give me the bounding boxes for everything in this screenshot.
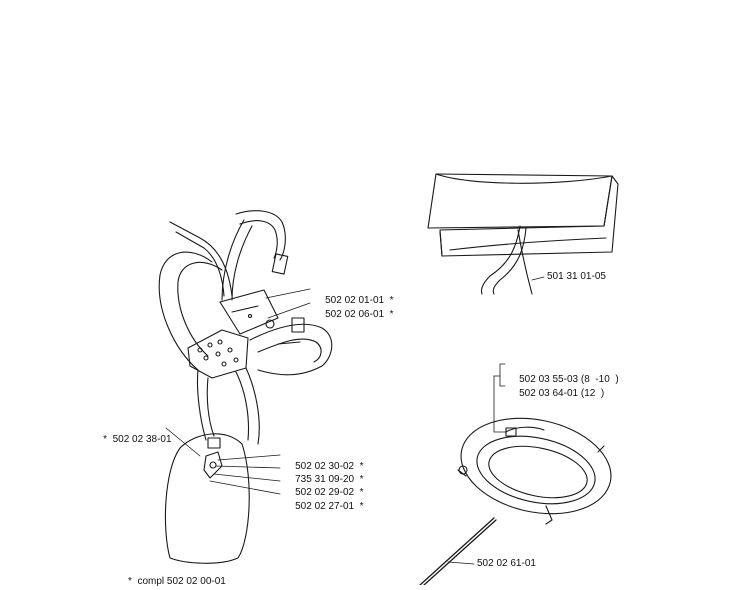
case-leader-line: [532, 277, 544, 280]
complete-set-label: * compl 502 02 00-01: [128, 576, 226, 587]
case-part-label: 501 31 01-05: [547, 271, 606, 282]
part-label: 502 02 01-01 *: [325, 295, 394, 306]
harness-leader-lines: [166, 289, 310, 494]
case-drawing: [428, 174, 618, 294]
ring-part-label: 502 03 64-01 (12 ): [519, 388, 605, 399]
ring-leader-lines: [494, 364, 506, 432]
rod-part-label: 502 02 61-01: [477, 558, 536, 569]
harness-drawing: [159, 211, 332, 564]
part-label: 735 31 09-20 *: [295, 474, 364, 485]
rod-leader-line: [448, 562, 474, 564]
part-label: 502 02 27-01 *: [295, 501, 364, 512]
part-label: 502 02 30-02 *: [295, 461, 364, 472]
rod-drawing: [420, 518, 496, 585]
part-label: 502 02 06-01 *: [325, 309, 394, 320]
ring-part-label: 502 03 55-03 (8 -10 ): [519, 374, 619, 385]
ring-drawing: [452, 405, 620, 527]
part-label: 502 02 29-02 *: [295, 487, 364, 498]
part-label: * 502 02 38-01: [103, 434, 172, 445]
